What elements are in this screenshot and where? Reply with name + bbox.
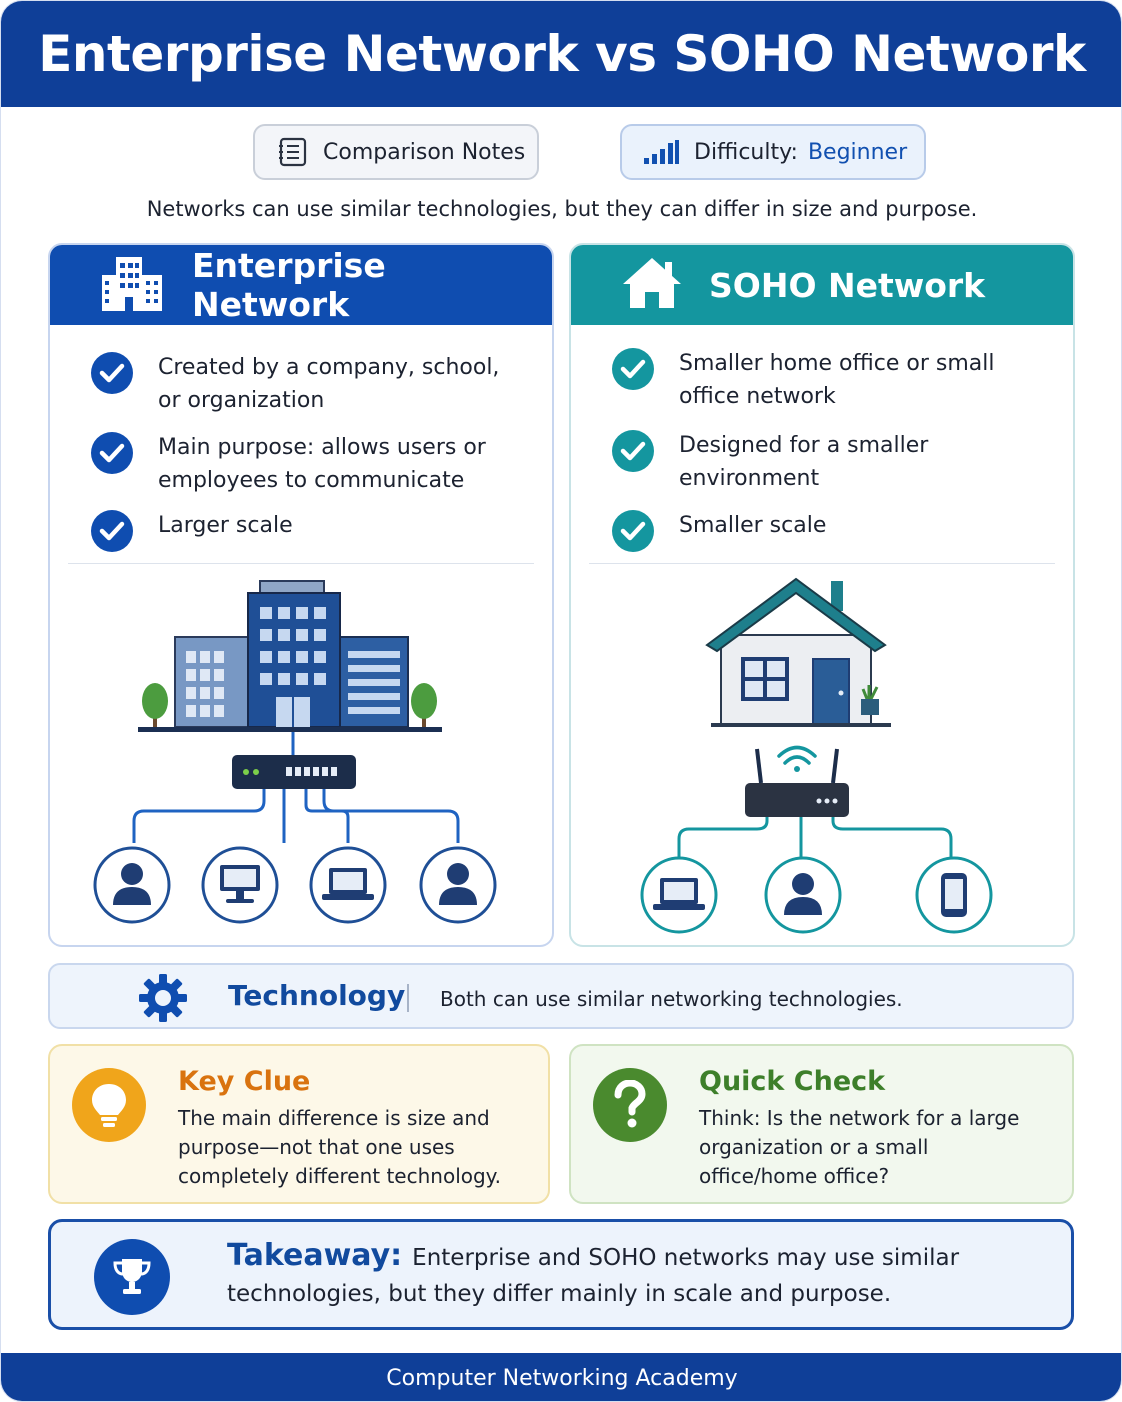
building-left: [174, 636, 252, 728]
notes-icon: [277, 136, 309, 168]
question-mark-icon: [593, 1068, 667, 1142]
footer-banner: Computer Networking Academy: [1, 1353, 1121, 1401]
technology-bar: Technology Both can use similar networki…: [48, 963, 1074, 1029]
point-text: Designed for a smaller environment: [679, 433, 929, 491]
key-clue-text: The main difference is size and purpose—…: [178, 1106, 502, 1188]
network-switch-icon: [232, 755, 356, 789]
separator: [407, 984, 409, 1012]
gear-icon: [138, 973, 188, 1027]
key-clue-box: Key Clue The main difference is size and…: [48, 1044, 550, 1204]
technology-label: Technology: [228, 979, 406, 1012]
office-building-icon: [100, 253, 166, 317]
phone-icon: [915, 856, 993, 934]
takeaway-box: Takeaway:Enterprise and SOHO networks ma…: [48, 1219, 1074, 1330]
tree-icon: [411, 683, 437, 729]
footer-text: Computer Networking Academy: [386, 1365, 738, 1391]
quick-check-text: Think: Is the network for a large organi…: [699, 1106, 1020, 1188]
check-circle-icon: [90, 351, 134, 399]
enterprise-card-header: Enterprise Network: [50, 245, 552, 325]
divider: [68, 563, 534, 564]
trophy-icon: [94, 1239, 170, 1315]
point-text: Smaller scale: [679, 513, 827, 538]
soho-card: SOHO Network Smaller home office or smal…: [569, 243, 1075, 947]
home-building: [705, 577, 891, 727]
desktop-icon: [201, 846, 279, 924]
user-icon: [93, 846, 171, 924]
takeaway-text-block: Takeaway:Enterprise and SOHO networks ma…: [227, 1238, 1027, 1312]
check-circle-icon: [90, 431, 134, 479]
notes-label: Comparison Notes: [323, 139, 526, 165]
check-circle-icon: [611, 347, 655, 395]
check-circle-icon: [611, 509, 655, 557]
difficulty-badge: Difficulty: Beginner: [620, 124, 926, 180]
tree-icon: [142, 683, 168, 729]
laptop-icon: [640, 856, 718, 934]
list-item: Larger scale: [90, 509, 518, 557]
check-circle-icon: [90, 509, 134, 557]
check-circle-icon: [611, 429, 655, 477]
list-item: Created by a company, school, or organiz…: [90, 351, 518, 417]
building-center: [247, 580, 341, 728]
soho-title: SOHO Network: [709, 265, 986, 305]
list-item: Smaller scale: [611, 509, 1039, 557]
header-banner: Enterprise Network vs SOHO Network: [1, 1, 1121, 107]
wifi-router-icon: [745, 745, 849, 817]
technology-text: Both can use similar networking technolo…: [440, 987, 903, 1011]
comparison-notes-badge: Comparison Notes: [253, 124, 539, 180]
house-icon: [621, 256, 683, 314]
quick-check-box: Quick Check Think: Is the network for a …: [569, 1044, 1074, 1204]
divider: [589, 563, 1055, 564]
enterprise-title: Enterprise Network: [192, 246, 386, 324]
point-text: Created by a company, school, or organiz…: [158, 355, 500, 413]
list-item: Main purpose: allows users or employees …: [90, 431, 518, 497]
ground-line: [138, 727, 442, 732]
list-item: Smaller home office or small office netw…: [611, 347, 1039, 413]
enterprise-network-illustration: [93, 580, 497, 924]
signal-bars-icon: [642, 139, 680, 165]
intro-text: Networks can use similar technologies, b…: [146, 197, 978, 221]
difficulty-value: Beginner: [807, 139, 908, 165]
point-text: Smaller home office or small office netw…: [679, 351, 995, 409]
laptop-icon: [309, 846, 387, 924]
user-icon: [764, 856, 842, 934]
lightbulb-icon: [72, 1068, 146, 1142]
user-icon: [419, 846, 497, 924]
quick-check-title: Quick Check: [699, 1066, 886, 1097]
takeaway-text: Enterprise and SOHO networks may use sim…: [227, 1245, 960, 1307]
list-item: Designed for a smaller environment: [611, 429, 1039, 495]
soho-card-header: SOHO Network: [571, 245, 1073, 325]
point-text: Main purpose: allows users or employees …: [158, 435, 486, 493]
building-right: [339, 636, 409, 728]
page-title: Enterprise Network vs SOHO Network: [38, 25, 1086, 83]
point-text: Larger scale: [158, 513, 293, 538]
soho-network-illustration: [640, 577, 993, 934]
key-clue-title: Key Clue: [178, 1066, 311, 1097]
takeaway-label: Takeaway:: [227, 1238, 403, 1273]
difficulty-label: Difficulty:: [694, 139, 798, 165]
enterprise-card: Enterprise Network Created by a company,…: [48, 243, 554, 947]
